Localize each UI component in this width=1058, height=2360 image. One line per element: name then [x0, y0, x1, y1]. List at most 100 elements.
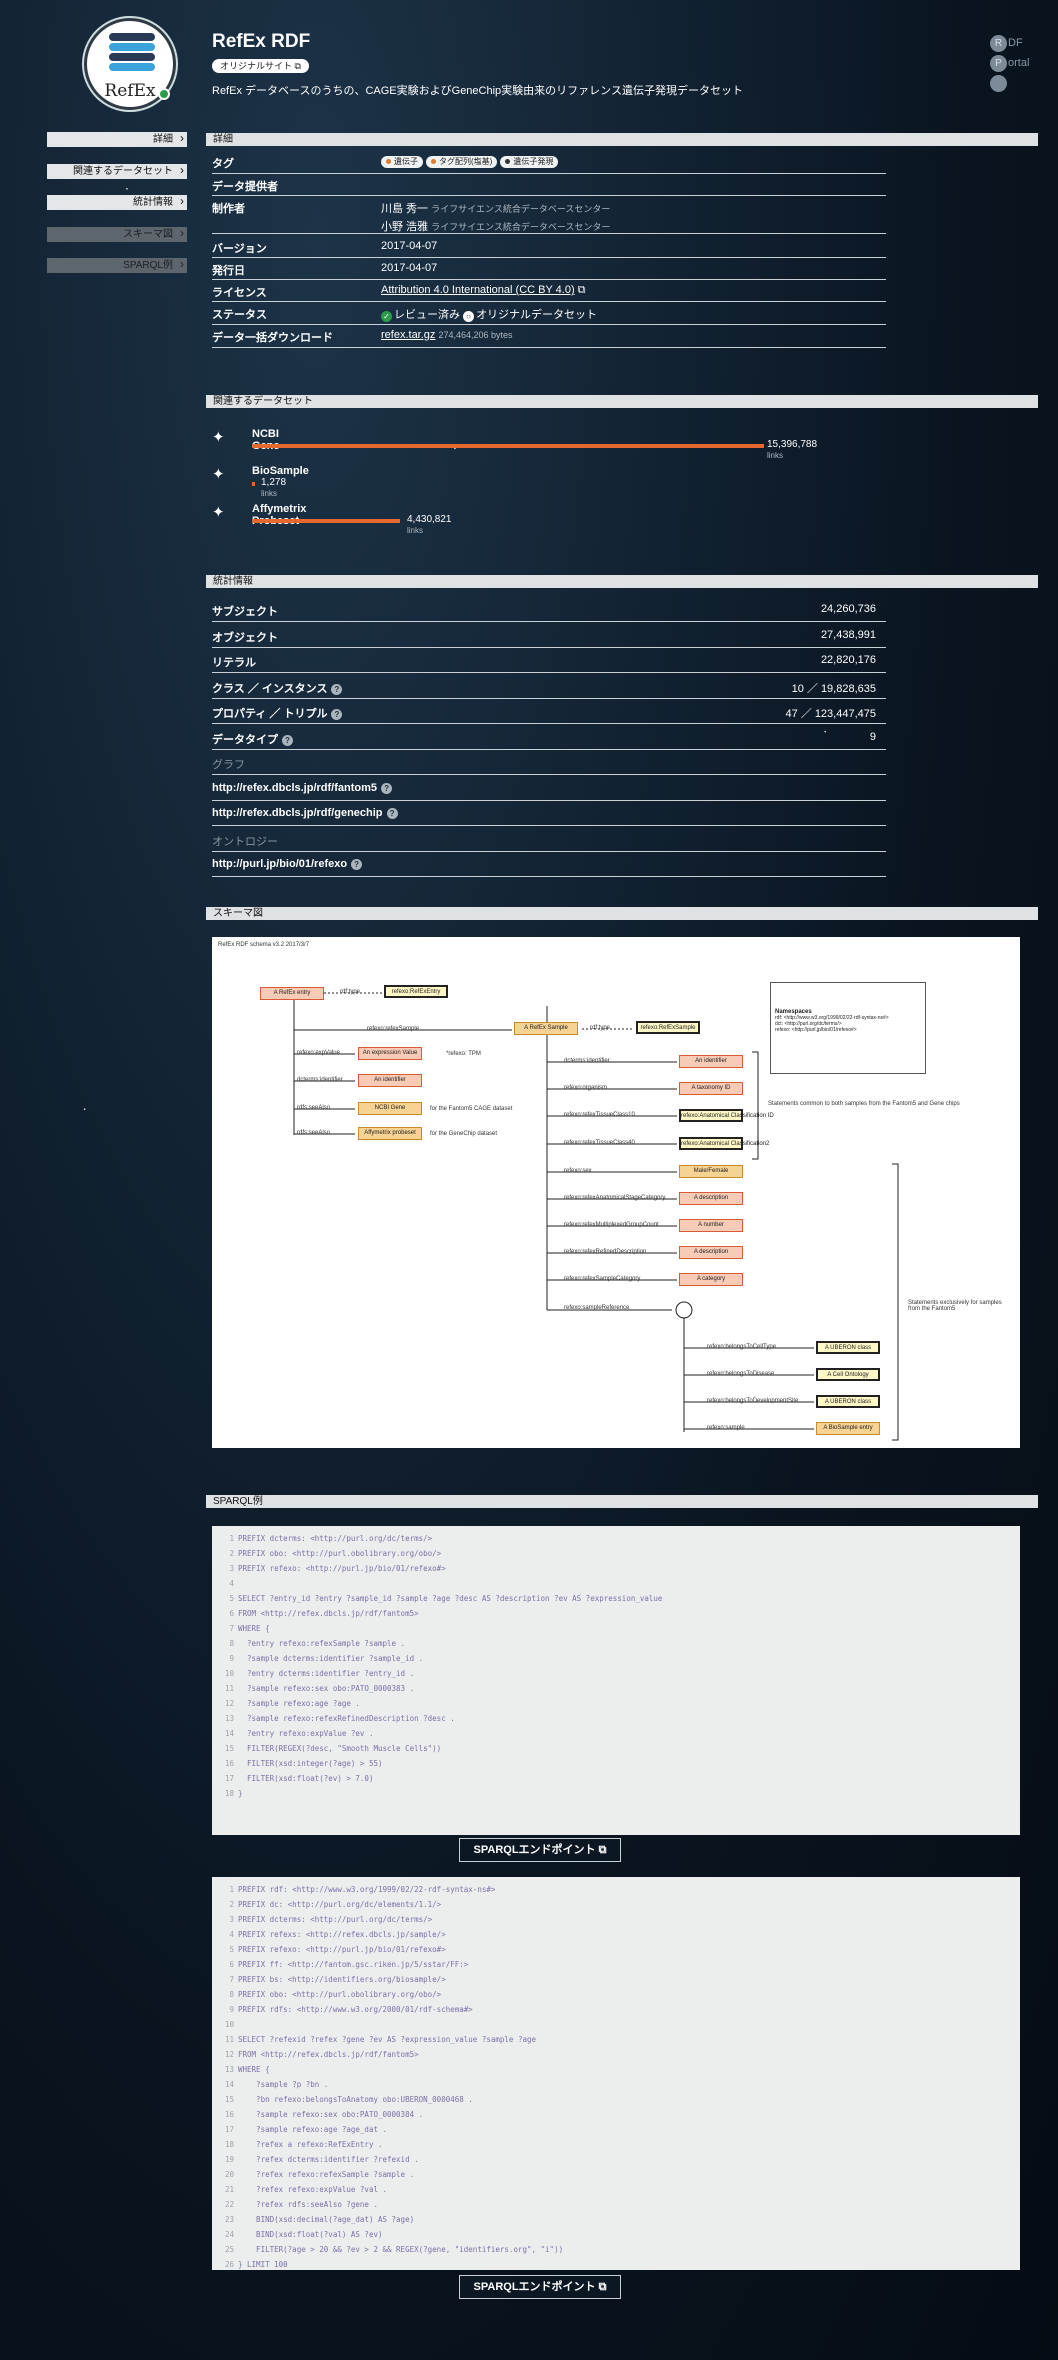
code-line: PREFIX refexs: <http://refex.dbcls.jp/sa…: [238, 1930, 446, 1939]
line-number: 22: [224, 2200, 234, 2209]
tag-expression[interactable]: 遺伝子発現: [500, 156, 559, 168]
code-line: PREFIX bs: <http://identifiers.org/biosa…: [238, 1975, 446, 1984]
code-line: }: [238, 1789, 243, 1798]
sidebar-item-stats[interactable]: 統計情報: [47, 194, 187, 210]
sparkle-icon: ✦: [212, 504, 225, 521]
sparkle-icon: ✦: [212, 466, 225, 483]
line-number: 12: [224, 1699, 234, 1708]
code-line: ?sample dcterms:identifier ?sample_id .: [238, 1654, 424, 1663]
stats-row: オントロジー: [212, 828, 886, 852]
code-line: PREFIX rdfs: <http://www.w3.org/2000/01/…: [238, 2005, 473, 2014]
stats-key: オントロジー: [212, 835, 278, 848]
section-header-schema: スキーマ図: [206, 907, 1038, 920]
help-icon[interactable]: ?: [386, 808, 398, 819]
line-number: 13: [224, 2065, 234, 2074]
section-header-stats: 統計情報: [206, 575, 1038, 588]
stats-value: 27,438,991: [820, 628, 876, 641]
line-number: 21: [224, 2185, 234, 2194]
line-number: 8: [229, 1990, 234, 1999]
line-number: 3: [229, 1915, 234, 1924]
code-line: PREFIX obo: <http://purl.obolibrary.org/…: [238, 1990, 442, 1999]
section-header-related: 関連するデータセット: [206, 395, 1038, 408]
help-icon[interactable]: ?: [282, 734, 293, 746]
circle-icon: ○: [463, 311, 475, 322]
code-line: } LIMIT 100: [238, 2260, 288, 2269]
stats-row: http://refex.dbcls.jp/rdf/genechip?: [212, 802, 886, 826]
line-number: 7: [229, 1975, 234, 1984]
schema-lines: [293, 992, 899, 1441]
code-line: ?entry refexo:expValue ?ev .: [238, 1729, 374, 1738]
line-number: 4: [229, 1579, 234, 1588]
line-number: 3: [229, 1564, 234, 1573]
stats-value: 10 ／ 19,828,635: [791, 682, 876, 695]
line-number: 25: [224, 2245, 234, 2254]
code-line: ?refex refexo:expValue ?val .: [238, 2185, 388, 2194]
stats-value: 47 ／ 123,447,475: [785, 708, 876, 720]
sidebar-item-schema[interactable]: スキーマ図: [47, 226, 187, 242]
check-icon: ✓: [381, 311, 392, 322]
line-number: 20: [224, 2170, 234, 2179]
line-number: 5: [229, 1594, 234, 1603]
code-line: FROM <http://refex.dbcls.jp/rdf/fantom5>: [238, 2050, 419, 2059]
tag-sequence[interactable]: タグ配列(塩基): [426, 156, 498, 168]
sidebar-item-related[interactable]: 関連するデータセット: [47, 163, 187, 179]
help-icon[interactable]: ?: [331, 709, 343, 720]
dataset-title: RefEx RDF: [212, 31, 311, 52]
code-line: ?sample refexo:sex obo:PATO_0000384 .: [238, 2110, 424, 2119]
code-line: FILTER(xsd:integer(?age) > 55): [238, 1759, 383, 1768]
schema-diagram: RefEx RDF schema v3.2 2017/3/7 A RefEx e…: [212, 937, 1020, 1448]
code-line: ?refex dcterms:identifier ?refexid .: [238, 2155, 419, 2164]
line-number: 10: [224, 1669, 234, 1678]
code-line: FROM <http://refex.dbcls.jp/rdf/fantom5>: [238, 1609, 419, 1618]
license-link[interactable]: Attribution 4.0 International (CC BY 4.0…: [381, 284, 575, 296]
help-icon[interactable]: ?: [381, 782, 393, 794]
line-number: 15: [224, 2095, 234, 2104]
stats-row: http://purl.jp/bio/01/refexo?: [212, 853, 886, 877]
stats-value: 24,260,736: [820, 603, 876, 615]
stats-row: データタイプ?9: [212, 726, 886, 750]
sparql-endpoint-button-2[interactable]: SPARQLエンドポイント ⧉: [459, 2275, 621, 2299]
download-link[interactable]: refex.tar.gz: [381, 329, 436, 341]
line-number: 9: [229, 2005, 234, 2014]
code-line: PREFIX dc: <http://purl.org/dc/elements/…: [238, 1900, 442, 1909]
sidebar-item-sparql[interactable]: SPARQL例: [47, 257, 187, 273]
line-number: 6: [229, 1960, 234, 1969]
code-line: ?refex rdfs:seeAlso ?gene .: [238, 2200, 378, 2209]
code-line: ?refex refexo:refexSample ?sample .: [238, 2170, 415, 2179]
stats-row: プロパティ ／ トリプル?47 ／ 123,447,475: [212, 700, 886, 724]
namespaces-box: Namespaces rdf: <http://www.w3.org/1999/…: [770, 982, 926, 1074]
line-number: 12: [224, 2050, 234, 2059]
line-number: 10: [224, 2020, 234, 2029]
original-site-badge[interactable]: オリジナルサイト ⧉: [212, 59, 309, 73]
logo-text: RefEx: [104, 81, 156, 101]
line-number: 11: [224, 1684, 234, 1693]
line-number: 5: [229, 1945, 234, 1954]
sidebar-item-detail[interactable]: 詳細: [47, 131, 187, 147]
help-icon[interactable]: ?: [331, 683, 343, 695]
line-number: 7: [229, 1624, 234, 1633]
line-number: 13: [224, 1714, 234, 1723]
tag-gene[interactable]: 遺伝子: [381, 156, 423, 168]
code-line: ?sample refexo:sex obo:PATO_0000383 .: [238, 1684, 415, 1693]
section-header-sparql: SPARQL例: [206, 1495, 1038, 1508]
code-line: ?sample refexo:age ?age_dat .: [238, 2125, 388, 2134]
code-line: ?sample ?p ?bn .: [238, 2080, 329, 2089]
line-number: 15: [224, 1744, 234, 1753]
stats-row: オブジェクト 27,438,991: [212, 624, 886, 648]
help-icon[interactable]: ?: [351, 859, 363, 870]
stats-key: オブジェクト: [212, 631, 278, 644]
sparql-endpoint-button-1[interactable]: SPARQLエンドポイント ⧉: [459, 1838, 621, 1862]
line-number: 18: [224, 1789, 234, 1798]
code-line: BIND(xsd:decimal(?age_dat) AS ?age): [238, 2215, 415, 2224]
sparkle-icon: ✦: [212, 429, 225, 446]
stats-row: グラフ: [212, 751, 886, 775]
line-number: 17: [224, 2125, 234, 2134]
stats-key: グラフ: [212, 759, 245, 771]
code-line: PREFIX dcterms: <http://purl.org/dc/term…: [238, 1534, 433, 1543]
line-number: 26: [224, 2260, 234, 2269]
line-number: 11: [224, 2035, 234, 2044]
